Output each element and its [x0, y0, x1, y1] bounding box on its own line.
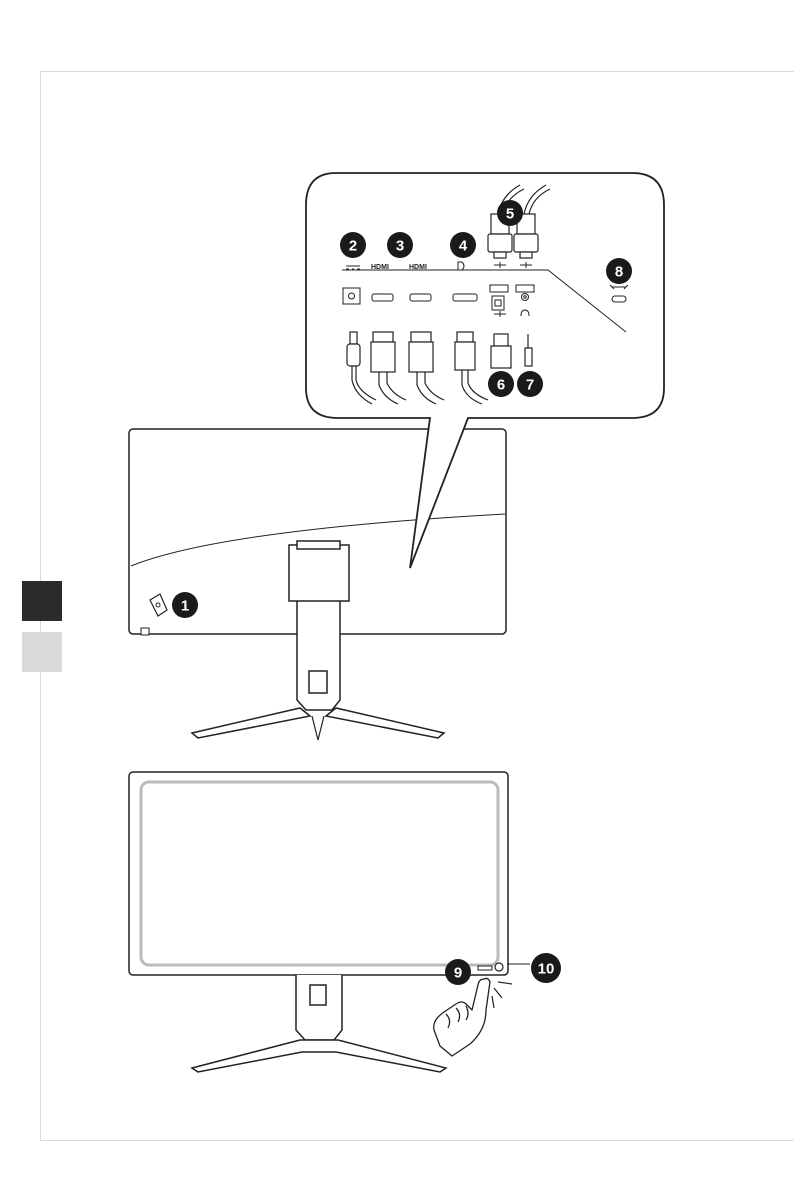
- svg-text:6: 6: [497, 377, 505, 394]
- callout-badge-9: 9: [445, 959, 471, 985]
- usb-a-port-1: [490, 285, 508, 292]
- svg-text:10: 10: [538, 961, 555, 978]
- callout-badge-2: 2: [340, 232, 366, 258]
- callout-badge-5: 5: [497, 200, 523, 226]
- callout-badge-4: 4: [450, 232, 476, 258]
- hand-pressing-icon: [434, 978, 512, 1056]
- callout-badge-3: 3: [387, 232, 413, 258]
- kensington-lock: [612, 296, 626, 302]
- usb-a-port-2: [516, 285, 534, 292]
- svg-text:8: 8: [615, 264, 623, 281]
- svg-text:5: 5: [506, 206, 514, 223]
- callout-badge-10: 10: [531, 953, 561, 983]
- hdmi-label-1: HDMI: [371, 264, 389, 271]
- svg-text:7: 7: [526, 377, 534, 394]
- hdmi-port-2: [410, 294, 431, 301]
- hdmi-port-1: [372, 294, 393, 301]
- callout-badge-8: 8: [606, 258, 632, 284]
- rear-view-monitor: [129, 429, 506, 740]
- svg-text:3: 3: [396, 238, 404, 255]
- svg-text:1: 1: [181, 598, 189, 615]
- svg-text:9: 9: [454, 965, 462, 982]
- svg-text:4: 4: [459, 238, 468, 255]
- displayport-port: [453, 294, 477, 301]
- callout-badge-6: 6: [488, 371, 514, 397]
- svg-text:2: 2: [349, 238, 357, 255]
- hdmi-label-2: HDMI: [409, 264, 427, 271]
- callout-badge-1: 1: [172, 592, 198, 618]
- callout-badge-7: 7: [517, 371, 543, 397]
